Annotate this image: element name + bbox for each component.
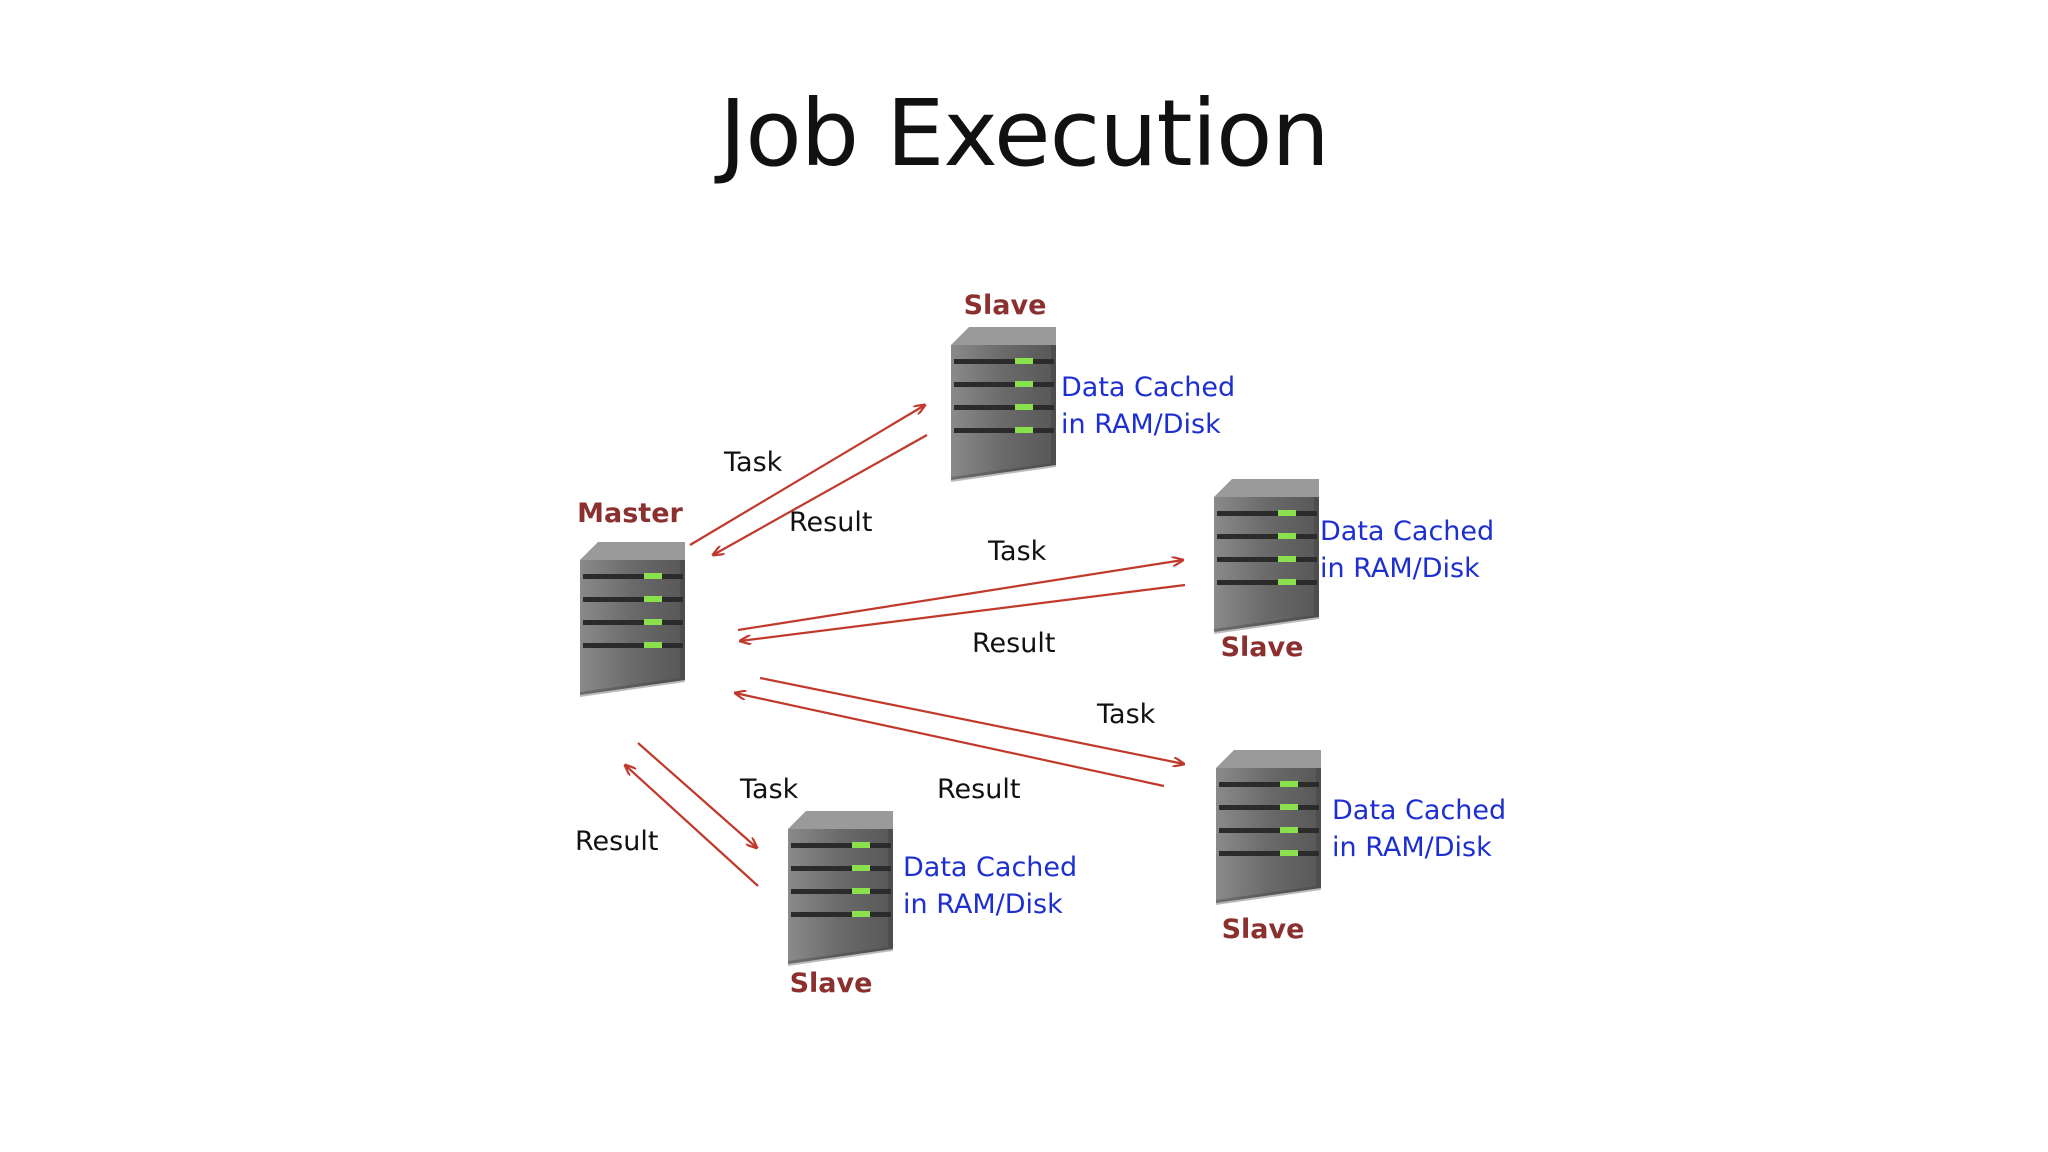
cache-label-line2: in RAM/Disk bbox=[903, 889, 1063, 920]
master-label: Master bbox=[577, 498, 683, 529]
task-label: Task bbox=[987, 536, 1047, 567]
master-server: Master bbox=[577, 498, 685, 697]
slave-server-3: Data Cached in RAM/Disk Slave bbox=[1216, 750, 1506, 945]
server-tower-icon bbox=[1216, 750, 1321, 905]
task-label: Task bbox=[723, 447, 783, 478]
task-arrow bbox=[759, 676, 1184, 764]
result-label: Result bbox=[575, 826, 658, 857]
slave-server-1: Slave Data Cached in RAM/Disk bbox=[951, 290, 1235, 482]
cache-label-line2: in RAM/Disk bbox=[1320, 553, 1480, 584]
result-arrow bbox=[625, 765, 759, 887]
result-label: Result bbox=[789, 507, 872, 538]
task-arrow bbox=[737, 560, 1183, 632]
flow-slave-2: Task Result bbox=[737, 536, 1186, 659]
flow-slave-4: Task Result bbox=[575, 742, 799, 887]
result-arrow bbox=[713, 434, 928, 555]
slave-label: Slave bbox=[790, 968, 873, 999]
cache-label-line2: in RAM/Disk bbox=[1332, 832, 1492, 863]
slave-server-4: Data Cached in RAM/Disk Slave bbox=[788, 811, 1077, 999]
result-label: Result bbox=[937, 774, 1020, 805]
result-label: Result bbox=[972, 628, 1055, 659]
cache-label-line1: Data Cached bbox=[1320, 516, 1494, 547]
task-label: Task bbox=[1096, 699, 1156, 730]
slide-title: Job Execution bbox=[719, 80, 1330, 187]
cache-label-line1: Data Cached bbox=[1061, 372, 1235, 403]
flow-slave-3: Task Result bbox=[735, 676, 1184, 805]
task-arrow bbox=[689, 405, 925, 546]
server-tower-icon bbox=[951, 327, 1056, 482]
cache-label-line1: Data Cached bbox=[1332, 795, 1506, 826]
result-arrow bbox=[740, 583, 1186, 641]
slave-label: Slave bbox=[1222, 914, 1305, 945]
task-label: Task bbox=[739, 774, 799, 805]
slave-label: Slave bbox=[964, 290, 1047, 321]
server-tower-icon bbox=[1214, 479, 1319, 634]
slave-server-2: Data Cached in RAM/Disk Slave bbox=[1214, 479, 1494, 663]
cache-label-line2: in RAM/Disk bbox=[1061, 409, 1221, 440]
task-arrow bbox=[637, 742, 757, 848]
slave-label: Slave bbox=[1221, 632, 1304, 663]
cache-label-line1: Data Cached bbox=[903, 852, 1077, 883]
result-arrow bbox=[735, 693, 1165, 788]
flow-slave-1: Task Result bbox=[689, 405, 928, 555]
server-tower-icon bbox=[788, 811, 893, 966]
server-tower-icon bbox=[580, 542, 685, 697]
